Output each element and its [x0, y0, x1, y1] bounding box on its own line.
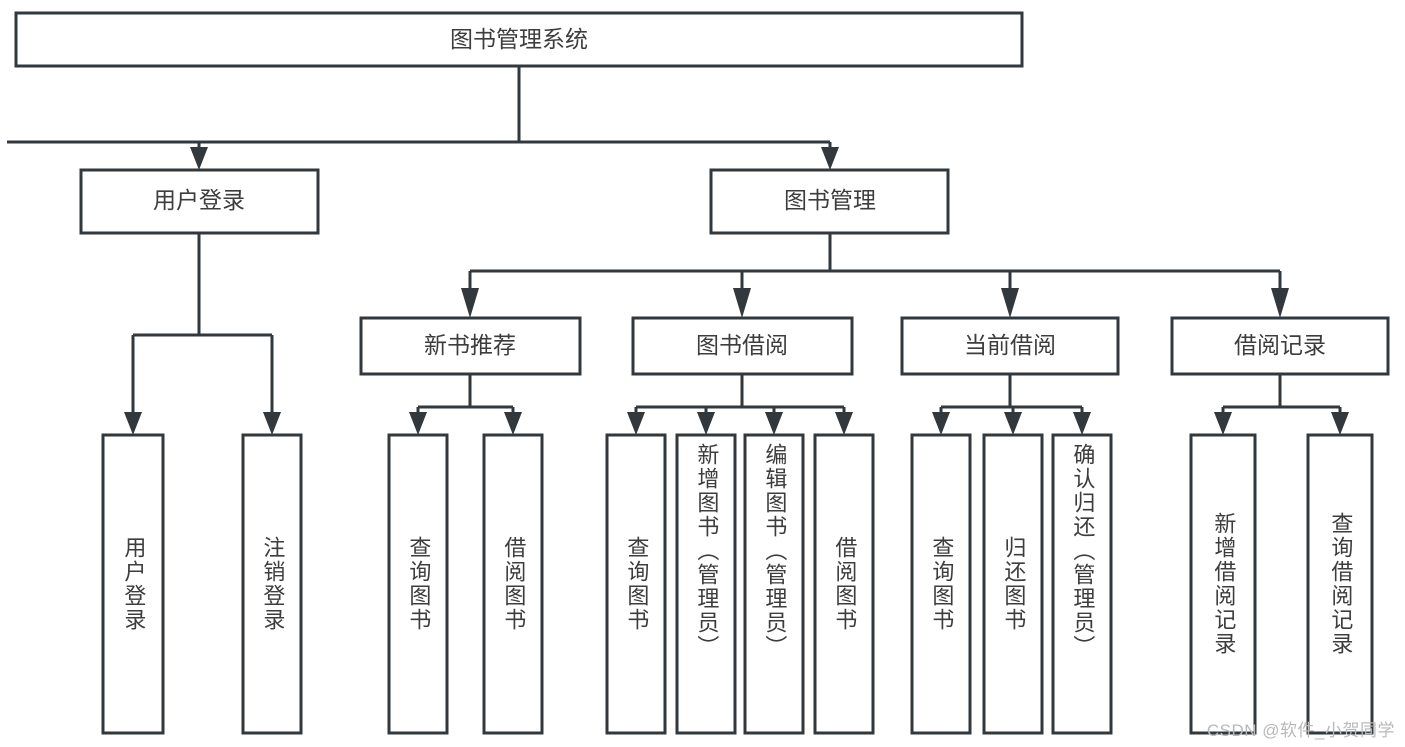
- connector-userlogin-to-leaves: [124, 233, 281, 435]
- node-book-borrow[interactable]: 图书借阅: [631, 316, 854, 376]
- leaf-box-query-book-current[interactable]: [910, 433, 972, 735]
- node-book-management[interactable]: 图书管理: [709, 168, 950, 235]
- node-current-borrow[interactable]: 当前借阅: [900, 316, 1120, 376]
- connector-root-to-level2: [7, 66, 839, 170]
- leaf-box-confirm-return-admin[interactable]: [1051, 433, 1113, 735]
- watermark: CSDN @软件_小贺同学: [1206, 721, 1395, 740]
- leaf-box-add-book-admin[interactable]: [675, 433, 737, 735]
- leaf-box-edit-book-admin[interactable]: [743, 433, 805, 735]
- leaf-box-borrow-book-newbook[interactable]: [482, 433, 544, 735]
- node-borrow-record-label: 借阅记录: [1234, 332, 1326, 358]
- node-current-borrow-label: 当前借阅: [964, 332, 1056, 358]
- node-user-login-label: 用户登录: [153, 187, 245, 213]
- leaf-box-query-book-newbook[interactable]: [387, 433, 449, 735]
- connector-borrow-to-leaves: [627, 374, 853, 435]
- node-borrow-record[interactable]: 借阅记录: [1170, 316, 1390, 376]
- connector-bookmanage-to-level3: [461, 233, 1289, 318]
- node-book-borrow-label: 图书借阅: [696, 332, 788, 358]
- node-root[interactable]: 图书管理系统: [14, 11, 1024, 68]
- node-book-management-label: 图书管理: [784, 187, 876, 213]
- node-root-label: 图书管理系统: [450, 26, 588, 52]
- leaf-box-query-borrow-record[interactable]: [1306, 433, 1374, 735]
- node-new-book-recommend-label: 新书推荐: [424, 332, 516, 358]
- node-user-login[interactable]: 用户登录: [79, 168, 320, 235]
- leaf-box-user-login[interactable]: [101, 433, 165, 735]
- leaf-box-return-book[interactable]: [982, 433, 1044, 735]
- leaf-box-borrow-book[interactable]: [813, 433, 875, 735]
- leaf-box-logout[interactable]: [241, 433, 303, 735]
- connector-current-to-leaves: [932, 374, 1091, 435]
- connector-record-to-leaves: [1214, 374, 1349, 435]
- leaf-box-add-borrow-record[interactable]: [1189, 433, 1257, 735]
- leaf-box-query-book-borrow[interactable]: [605, 433, 667, 735]
- node-new-book-recommend[interactable]: 新书推荐: [359, 316, 582, 376]
- connector-newbook-to-leaves: [409, 374, 522, 435]
